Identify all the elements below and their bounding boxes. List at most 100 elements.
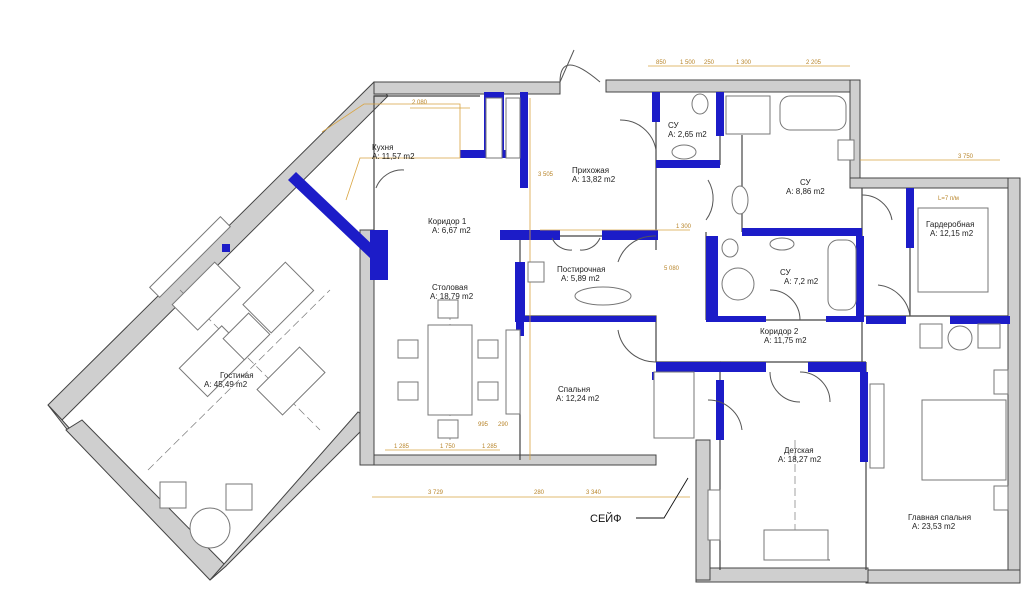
wall-wc1-left	[652, 92, 660, 122]
sofa-bottom	[256, 346, 326, 416]
bathtub-1	[779, 95, 847, 131]
round-table	[189, 507, 231, 549]
dim-top-4: 1 300	[736, 60, 752, 66]
dining-table	[427, 324, 473, 416]
tv-console	[148, 215, 232, 299]
dim-top-5: 2 205	[806, 60, 822, 66]
wall-wc3-right	[856, 236, 864, 320]
coffee-table	[222, 312, 271, 361]
dim-dining-4: 995	[478, 422, 489, 428]
corridor-closet	[653, 371, 695, 439]
room-name-wardrobe: Гардеробная	[926, 220, 974, 229]
sofa-top	[171, 261, 241, 331]
room-name-corridor1: Коридор 1	[428, 217, 467, 226]
room-area-kids: A: 18,27 m2	[778, 455, 822, 464]
dim-vertical-2: 5 080	[664, 266, 680, 272]
dim-bottom-3: 3 340	[586, 490, 602, 496]
wall-corridor2-bottom2	[826, 316, 864, 322]
chair	[437, 299, 459, 319]
wc1-toilet	[691, 93, 709, 115]
sideboard	[505, 329, 521, 415]
room-area-corridor2: A: 11,75 m2	[764, 336, 807, 345]
wall-pillar-1	[222, 244, 230, 252]
dim-top-2: 1 500	[680, 60, 696, 66]
wall-dining-right	[516, 300, 524, 336]
outer-wall-right-upper	[849, 79, 861, 189]
dim-corridor-1: 1 300	[676, 224, 692, 230]
laundry-machine	[527, 261, 545, 283]
outer-wall-bottom-kids	[695, 567, 869, 583]
wall-master-top2	[950, 316, 1010, 324]
dim-kitchen-width: 2 080	[412, 100, 428, 106]
wall-center-horiz	[656, 362, 766, 372]
room-name-corridor2: Коридор 2	[760, 327, 799, 336]
sofa-right	[242, 261, 315, 334]
wall-center-horiz2	[808, 362, 866, 372]
dim-right-1: 3 750	[958, 154, 974, 160]
safe-annotation: СЕЙФ	[590, 477, 689, 525]
chair	[477, 381, 499, 401]
room-area-corridor1: A: 6,67 m2	[432, 226, 471, 235]
master-table	[947, 325, 973, 351]
room-area-wc2: A: 8,86 m2	[786, 187, 825, 196]
wc3-sink	[769, 237, 795, 251]
safe-label: СЕЙФ	[590, 512, 622, 525]
outer-wall-bottom-master	[865, 569, 1021, 584]
wall-kids-right	[860, 372, 868, 462]
wall-laundry-left	[515, 262, 525, 322]
wall-kitchen-diag	[288, 172, 378, 258]
outer-wall-right	[1007, 177, 1021, 584]
wc3-toilet	[721, 238, 739, 258]
room-area-dining: A: 18,79 m2	[430, 292, 474, 301]
outer-wall-living-lower	[65, 419, 227, 581]
wall-master-top	[866, 316, 906, 324]
wall-wc1-bottom	[656, 160, 720, 168]
wall-wc2-top	[716, 92, 724, 136]
master-nightstand	[993, 369, 1009, 395]
dim-length-note: L=7 п/м	[938, 196, 959, 202]
furniture	[148, 93, 1009, 561]
room-name-master: Главная спальня	[908, 513, 971, 522]
room-name-kitchen: Кухня	[372, 143, 393, 152]
chair	[397, 381, 419, 401]
room-area-wardrobe: A: 12,15 m2	[930, 229, 974, 238]
room-name-laundry: Постирочная	[557, 265, 605, 274]
armchair-2	[225, 483, 253, 511]
room-area-bedroom: A: 12,24 m2	[556, 394, 600, 403]
shower	[725, 95, 771, 135]
kids-desk	[707, 489, 721, 541]
wall-corridor2-bottom	[706, 316, 766, 322]
master-bed	[921, 399, 1007, 481]
wc1-sink	[671, 144, 697, 160]
wall-kids-left	[716, 380, 724, 440]
room-name-kids: Детская	[784, 446, 814, 455]
dim-dining-5: 290	[498, 422, 509, 428]
chair	[397, 339, 419, 359]
hall-closet-2	[505, 97, 521, 159]
outer-wall-top-left	[373, 81, 561, 95]
wall-wardrobe-left	[906, 188, 914, 248]
room-labels: Кухня A: 11,57 m2 Прихожая A: 13,82 m2 С…	[204, 121, 974, 531]
outer-wall-right-top	[849, 177, 1021, 189]
wc3-fan	[721, 267, 755, 301]
room-area-wc3: A: 7,2 m2	[784, 277, 819, 286]
chair	[437, 419, 459, 439]
load-bearing-walls	[222, 92, 1010, 462]
room-name-wc1: СУ	[668, 121, 680, 130]
dim-dining-2: 1 750	[440, 444, 456, 450]
master-chair-2	[977, 323, 1001, 349]
dim-dining-1: 1 285	[394, 444, 410, 450]
master-chair-1	[919, 323, 943, 349]
room-area-wc1: A: 2,65 m2	[668, 130, 707, 139]
chair	[477, 339, 499, 359]
master-cabinet	[869, 383, 885, 469]
wall-kitchen-column2	[520, 92, 528, 188]
outer-wall-bottom-dining	[369, 454, 657, 466]
dimension-lines	[321, 65, 1000, 498]
wall-wc2-bottom	[742, 228, 862, 236]
dim-top-3: 250	[704, 60, 715, 66]
outer-wall-top-right	[605, 79, 857, 93]
dim-bottom-2: 280	[534, 490, 545, 496]
laundry-sink	[574, 286, 632, 306]
